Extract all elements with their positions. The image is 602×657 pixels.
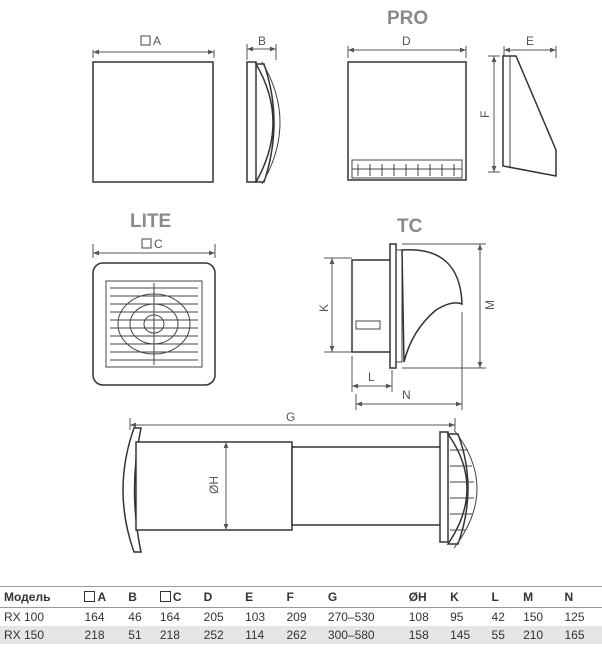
col-header: G [323,586,405,608]
col-header: M [519,586,561,608]
technical-drawing: A B PRO D E [92,8,557,553]
dim-label-m: M [483,300,497,310]
pro-side-shape [502,55,557,177]
dim-label-n: N [402,388,411,402]
title-tc: TC [397,216,423,237]
dim-label-d: D [402,34,411,48]
table-row: RX 100 164 46 164 205 103 209 270–530 10… [4,610,585,624]
dim-label-h: ØH [207,476,221,494]
tc-plate [389,243,397,369]
inner-tube [135,441,293,531]
side-panel-curve [254,63,275,183]
tc-hood [401,249,463,363]
col-header: E [241,586,283,608]
col-header: L [487,586,520,608]
table-header-row: Модель A B C D E F G ØH K L M N [0,586,602,608]
side-panel-base [246,61,257,183]
dim-label-c: C [154,237,163,251]
spec-table: Модель A B C D E F G ØH K L M N RX 100 1… [0,586,602,644]
col-header: C [155,586,200,608]
pro-front-view: PRO D [347,8,467,181]
outer-tube [291,446,445,526]
dim-label-b: B [258,34,266,48]
col-header: F [282,586,324,608]
right-cover-curve [446,433,469,545]
square-symbol-icon [140,35,151,46]
fan-ring [117,293,191,355]
lite-front-view: LITE C [92,211,216,386]
front-panel [92,61,214,183]
square-symbol-icon [84,591,96,602]
square-symbol-icon-c [141,238,152,249]
front-view-a: A [92,34,215,183]
col-header: ØH [404,586,447,608]
dim-label-g: G [286,410,295,424]
dim-label-f: F [478,111,492,118]
dim-label-k: K [317,304,331,312]
tc-side-view: TC K M L N [317,216,497,410]
col-header: N [560,586,602,608]
bottom-assembly-view: G ØH [122,410,478,553]
side-view-b: B [246,34,281,185]
square-symbol-icon [159,591,171,602]
dim-label-l: L [368,370,375,384]
col-header: A [80,586,125,608]
pro-panel [347,61,467,181]
title-lite: LITE [130,211,171,232]
tc-duct [351,259,393,353]
col-header: B [124,586,156,608]
col-header: D [199,586,242,608]
pro-side-view: E F [478,34,557,177]
title-pro: PRO [387,8,428,29]
dim-label-a: A [153,34,161,48]
col-header: K [446,586,488,608]
right-plate [439,431,449,543]
table-row: RX 150 218 51 218 252 114 262 300–580 15… [0,626,602,644]
dim-label-e: E [526,34,534,48]
col-header: Модель [0,586,81,608]
